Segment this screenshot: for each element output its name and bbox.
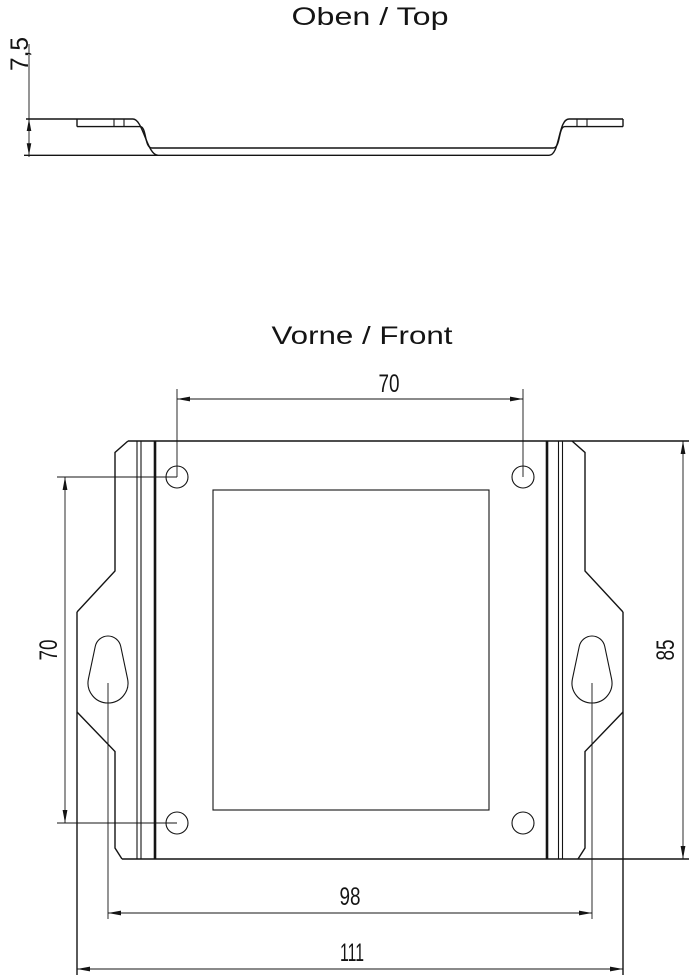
- ext-lines-top-70: [176, 389, 524, 477]
- top-view-inner-contour: [77, 125, 623, 149]
- top-view-title: Oben / Top: [292, 3, 449, 31]
- arrowhead-right-icon: [579, 910, 592, 916]
- arrowhead-down-icon: [26, 143, 32, 156]
- inner-face-rectangle: [212, 489, 490, 811]
- top-view-flange-end-caps: [76, 119, 624, 127]
- dim-label-98: 98: [340, 883, 361, 911]
- ext-lines-98: [107, 683, 593, 919]
- right-bend-lines: [557, 441, 564, 859]
- ext-lines-left-70: [57, 476, 177, 824]
- front-view-title: Vorne / Front: [272, 322, 453, 350]
- arrowhead-up-icon: [62, 477, 68, 490]
- keyhole-slot-left: [87, 635, 129, 704]
- arrowhead-down-icon: [680, 846, 686, 859]
- arrowhead-up-icon: [26, 119, 32, 131]
- front-view-drawing: Vorne / Front 70: [35, 322, 689, 975]
- dim-label-85: 85: [652, 640, 680, 661]
- keyhole-slot-right: [571, 635, 613, 704]
- arrowhead-right-icon: [510, 396, 523, 402]
- part-upper-left-outline: [76, 440, 129, 613]
- dim-label-left-70: 70: [35, 640, 63, 661]
- arrowhead-right-icon: [610, 966, 623, 972]
- part-lower-right-outline: [577, 711, 624, 860]
- dimension-overall-width: 111: [77, 939, 623, 972]
- part-upper-right-outline: [571, 440, 624, 613]
- dimension-hole-spacing-vertical: 70: [35, 476, 177, 824]
- dimension-overall-height: 85: [652, 441, 686, 859]
- arrowhead-down-icon: [62, 810, 68, 823]
- part-lower-left-outline: [76, 711, 123, 860]
- left-bend-lines: [136, 441, 142, 859]
- top-view-hole-edge-ticks: [113, 119, 588, 127]
- dim-label-top-70: 70: [379, 370, 400, 398]
- arrowhead-left-icon: [177, 396, 190, 402]
- dim-label-111: 111: [340, 939, 364, 967]
- mounting-hole-bottom-right: [511, 811, 535, 835]
- arrowhead-up-icon: [680, 441, 686, 454]
- top-view-drawing: Oben / Top 7,5: [6, 3, 624, 157]
- dim-label-offset-height: 7,5: [6, 37, 34, 71]
- dimension-hole-spacing-horizontal: 70: [176, 370, 524, 477]
- top-view-left-flange-top-edge: [26, 118, 159, 156]
- dimension-offset-height: 7,5: [6, 37, 34, 157]
- arrowhead-left-icon: [77, 966, 90, 972]
- dimension-keyhole-spacing: 98: [107, 683, 593, 919]
- arrowhead-left-icon: [108, 910, 121, 916]
